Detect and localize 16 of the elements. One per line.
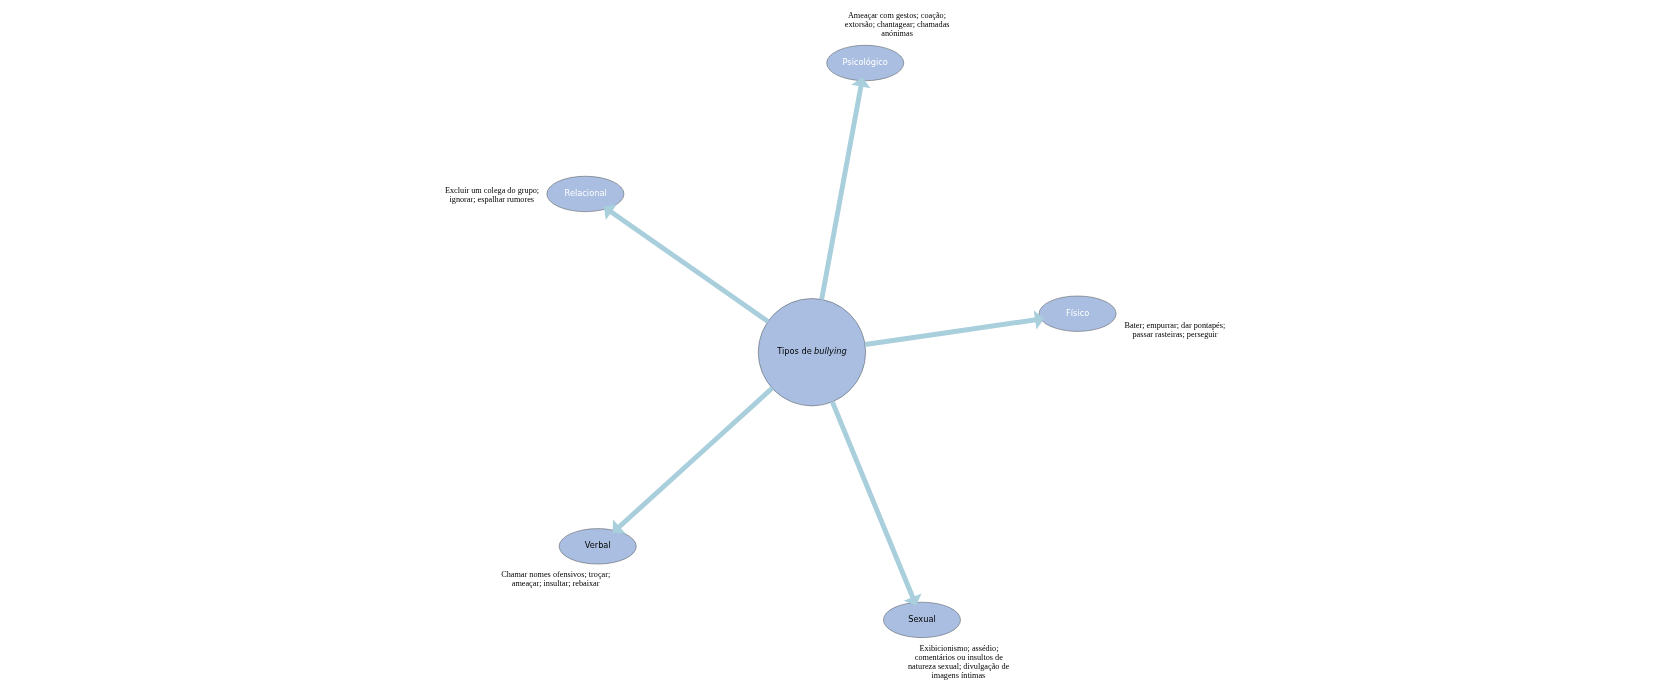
node-ellipse: Psicológico [825,45,904,81]
node-circle: Tipos de bullying [757,298,866,407]
node-label: Chamar nomes ofensivos; troçar; ameaçar; insultar; rebaixar [500,570,610,589]
node-ellipse: Sexual [882,601,961,638]
node-label: Bater; empurrar; dar pontapés; passar rasteiras; perseguir [1123,321,1225,340]
node-ellipse: Físico [1038,295,1116,332]
node-ellipse: Relacional [546,176,624,212]
arrow [864,310,1044,347]
arrow [829,401,922,606]
node-label: Exibicionismo; assédio; comentários ou insultos de natureza sexual; divulgação de imagens íntimas [907,643,1009,681]
node-ellipse: Verbal [558,528,636,565]
arrow [818,77,870,300]
node-label: Ameaçar com gestos; coação; extorsão; chantagear; chamadas anónimas [844,11,950,39]
arrow [603,204,769,324]
node-label: Excluir um colega do grupo; ignorar; espalhar rumores [444,186,539,205]
arrow [612,386,774,534]
